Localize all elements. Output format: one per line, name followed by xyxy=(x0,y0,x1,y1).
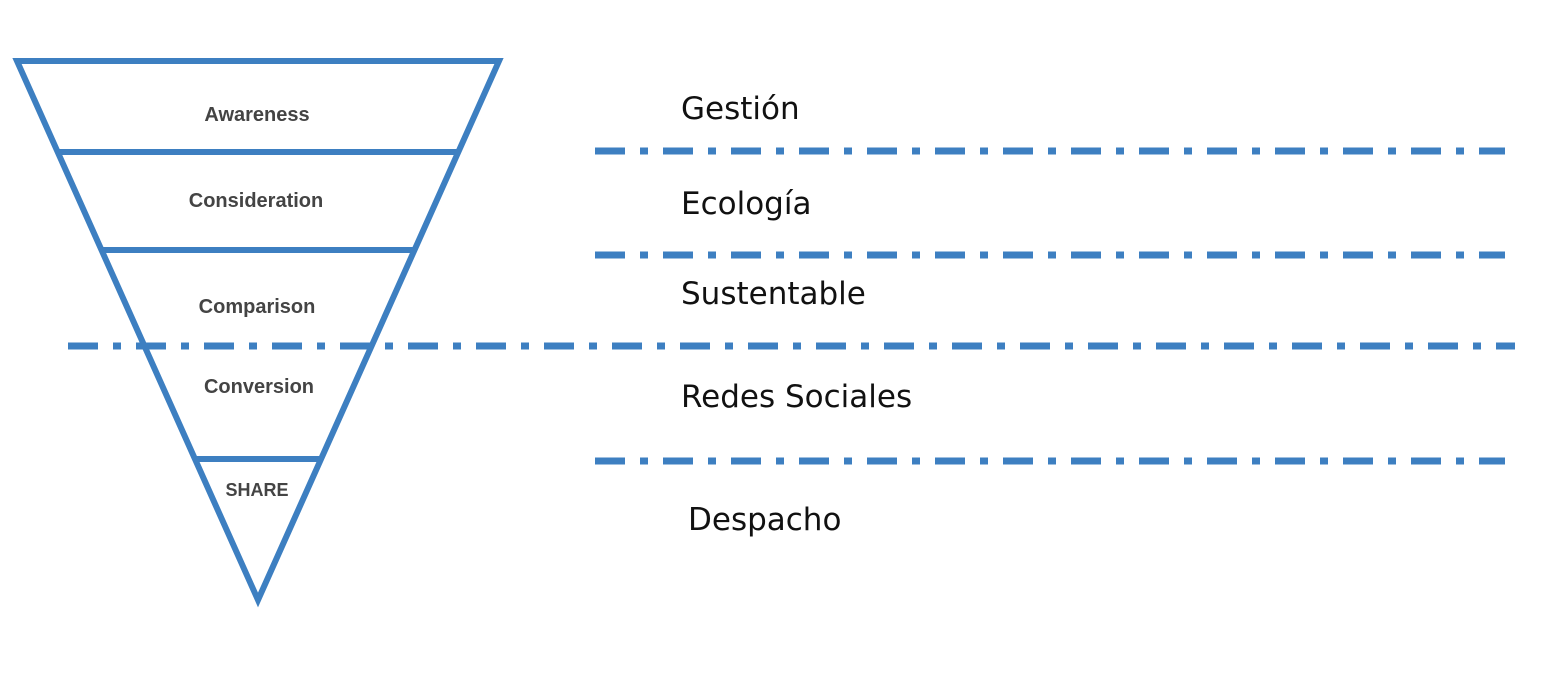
funnel-stage-awareness: Awareness xyxy=(204,104,309,126)
category-label-ecologia: Ecología xyxy=(681,186,811,222)
funnel-stage-share: SHARE xyxy=(225,480,288,500)
funnel-stage-consideration: Consideration xyxy=(189,190,323,212)
category-label-redes-sociales: Redes Sociales xyxy=(681,379,912,415)
category-label-sustentable: Sustentable xyxy=(681,276,866,312)
category-label-despacho: Despacho xyxy=(688,502,841,538)
funnel-stage-comparison: Comparison xyxy=(199,296,316,318)
category-label-gestion: Gestión xyxy=(681,91,800,127)
funnel-stage-conversion: Conversion xyxy=(204,376,314,398)
funnel-outline xyxy=(12,58,504,608)
